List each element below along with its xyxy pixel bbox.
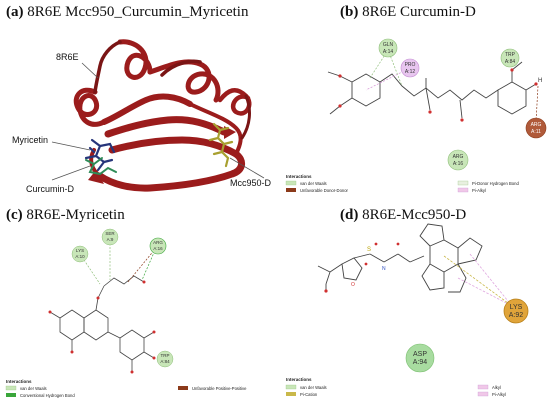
hydrogen-label: H: [538, 78, 542, 84]
panel-c-diagram: SER A:9 LYS A:10 ARG A:16 TRP A:84 Inter…: [5, 228, 247, 398]
residue-name: TRP: [161, 353, 170, 358]
panel-c-legend: Interactions van der Waals Conventional …: [5, 379, 247, 398]
residue-name: PRO: [405, 62, 416, 68]
oxygen-atoms: [48, 280, 156, 374]
panel-b-title: (b) 8R6E Curcumin-D: [340, 4, 476, 21]
oxygen-atoms: [338, 68, 538, 122]
legend-item: van der Waals: [300, 385, 327, 390]
residue-arg-a16: ARG A:16: [149, 237, 167, 255]
legend-title: Interactions: [286, 174, 312, 179]
oxygen-atoms: [324, 242, 400, 293]
label-8r6e: 8R6E: [56, 52, 79, 62]
residue-ser-a9: SER A:9: [101, 228, 119, 246]
residue-name: LYS: [76, 248, 84, 253]
mcc950-molecule: [317, 223, 483, 293]
callout-line-mcc950: [229, 157, 265, 179]
residue-num: A:92: [509, 312, 524, 319]
panel-d-title-text: 8R6E-Mcc950-D: [362, 207, 467, 223]
residue-gln-a14: GLN A:14: [378, 38, 398, 58]
callout-line-protein: [81, 62, 99, 79]
label-curcumin: Curcumin-D: [26, 184, 75, 194]
panel-a-letter: (a): [6, 4, 24, 20]
residue-num: A:10: [75, 254, 85, 259]
panel-a-title-text: 8R6E Mcc950_Curcumin_Myricetin: [27, 4, 249, 20]
panel-b-legend: Interactions van der Waals Unfavorable D…: [285, 174, 519, 193]
residue-num: A:11: [531, 129, 541, 135]
sulfur-atom: S: [367, 247, 371, 253]
label-myricetin: Myricetin: [12, 135, 48, 145]
legend-item: Pi-Alkyl: [492, 392, 506, 397]
panel-d-diagram: S N O LYS A:92 ASP A:94 Interactions van…: [285, 223, 529, 397]
panel-c-interaction-lines: [79, 240, 157, 285]
legend-title: Interactions: [6, 379, 32, 384]
panel-c-title: (c) 8R6E-Myricetin: [6, 207, 125, 224]
residue-name: ARG: [153, 240, 163, 245]
residue-num: A:16: [453, 161, 464, 167]
myricetin-molecule: [49, 275, 155, 372]
legend-item: Pi-Cation: [300, 392, 318, 397]
legend-item: Unfavorable Donor-Donor: [300, 188, 349, 193]
legend-item: Conventional Hydrogen Bond: [20, 393, 75, 398]
legend-item: Alkyl: [492, 385, 501, 390]
residue-lys-a92: LYS A:92: [503, 298, 529, 324]
residue-num: A:84: [160, 359, 170, 364]
mcc950-ligand: [208, 122, 234, 168]
residue-arg-a11: ARG A:11: [525, 117, 547, 139]
panel-c-letter: (c): [6, 207, 23, 223]
residue-num: A:9: [107, 237, 114, 242]
residue-num: A:84: [505, 59, 516, 65]
residue-trp-a84: TRP A:84: [156, 350, 174, 368]
residue-asp-a94: ASP A:94: [405, 343, 435, 373]
residue-name: ASP: [413, 351, 427, 358]
residue-lys-a10: LYS A:10: [71, 245, 89, 263]
legend-title: Interactions: [286, 377, 312, 382]
residue-pro-a12: PRO A:12: [400, 58, 420, 78]
callout-line-myricetin: [51, 141, 91, 151]
legend-item: van der Waals: [20, 386, 47, 391]
legend-item: van der Waals: [300, 181, 327, 186]
myricetin-ligand: [84, 138, 116, 172]
residue-name: ARG: [453, 154, 464, 160]
legend-item: Unfavorable Positive-Positive: [192, 386, 247, 391]
panel-b-diagram: H GLN A:14 PRO A:12 TRP A:84 ARG A:11: [285, 38, 547, 193]
panel-a-structure: 8R6E Myricetin Curcumin-D Mcc950-D: [12, 39, 272, 194]
residue-name: ARG: [531, 122, 542, 128]
residue-name: SER: [105, 231, 115, 236]
label-mcc950: Mcc950-D: [230, 178, 272, 188]
curcumin-molecule: [327, 61, 537, 119]
panel-a-title: (a) 8R6E Mcc950_Curcumin_Myricetin: [6, 4, 248, 21]
residue-num: A:14: [383, 49, 394, 55]
residue-trp-a84: TRP A:84: [500, 48, 520, 68]
panel-c-title-text: 8R6E-Myricetin: [26, 207, 125, 223]
panel-b-title-text: 8R6E Curcumin-D: [362, 4, 476, 20]
residue-name: LYS: [510, 304, 523, 311]
panel-d-letter: (d): [340, 207, 359, 223]
legend-item: Pi-Alkyl: [472, 188, 486, 193]
nitrogen-atom: N: [382, 266, 386, 272]
panel-d-interaction-lines: [443, 253, 513, 307]
residue-name: TRP: [505, 52, 516, 58]
residue-arg-a16: ARG A:16: [447, 149, 469, 171]
residue-num: A:16: [153, 246, 163, 251]
legend-item: Pi-Donor Hydrogen Bond: [472, 181, 519, 186]
panel-d-title: (d) 8R6E-Mcc950-D: [340, 207, 466, 224]
panel-d-legend: Interactions van der Waals Pi-Cation Alk…: [285, 377, 506, 397]
panel-b-letter: (b): [340, 4, 359, 20]
strand-arrowhead: [88, 170, 104, 184]
callout-line-curcumin: [51, 165, 91, 181]
residue-num: A:12: [405, 69, 416, 75]
oxygen-atom: O: [351, 282, 355, 288]
residue-num: A:94: [413, 359, 428, 366]
residue-name: GLN: [383, 42, 394, 48]
curcumin-ligand: [85, 157, 117, 176]
protein-ribbon: [73, 39, 252, 192]
